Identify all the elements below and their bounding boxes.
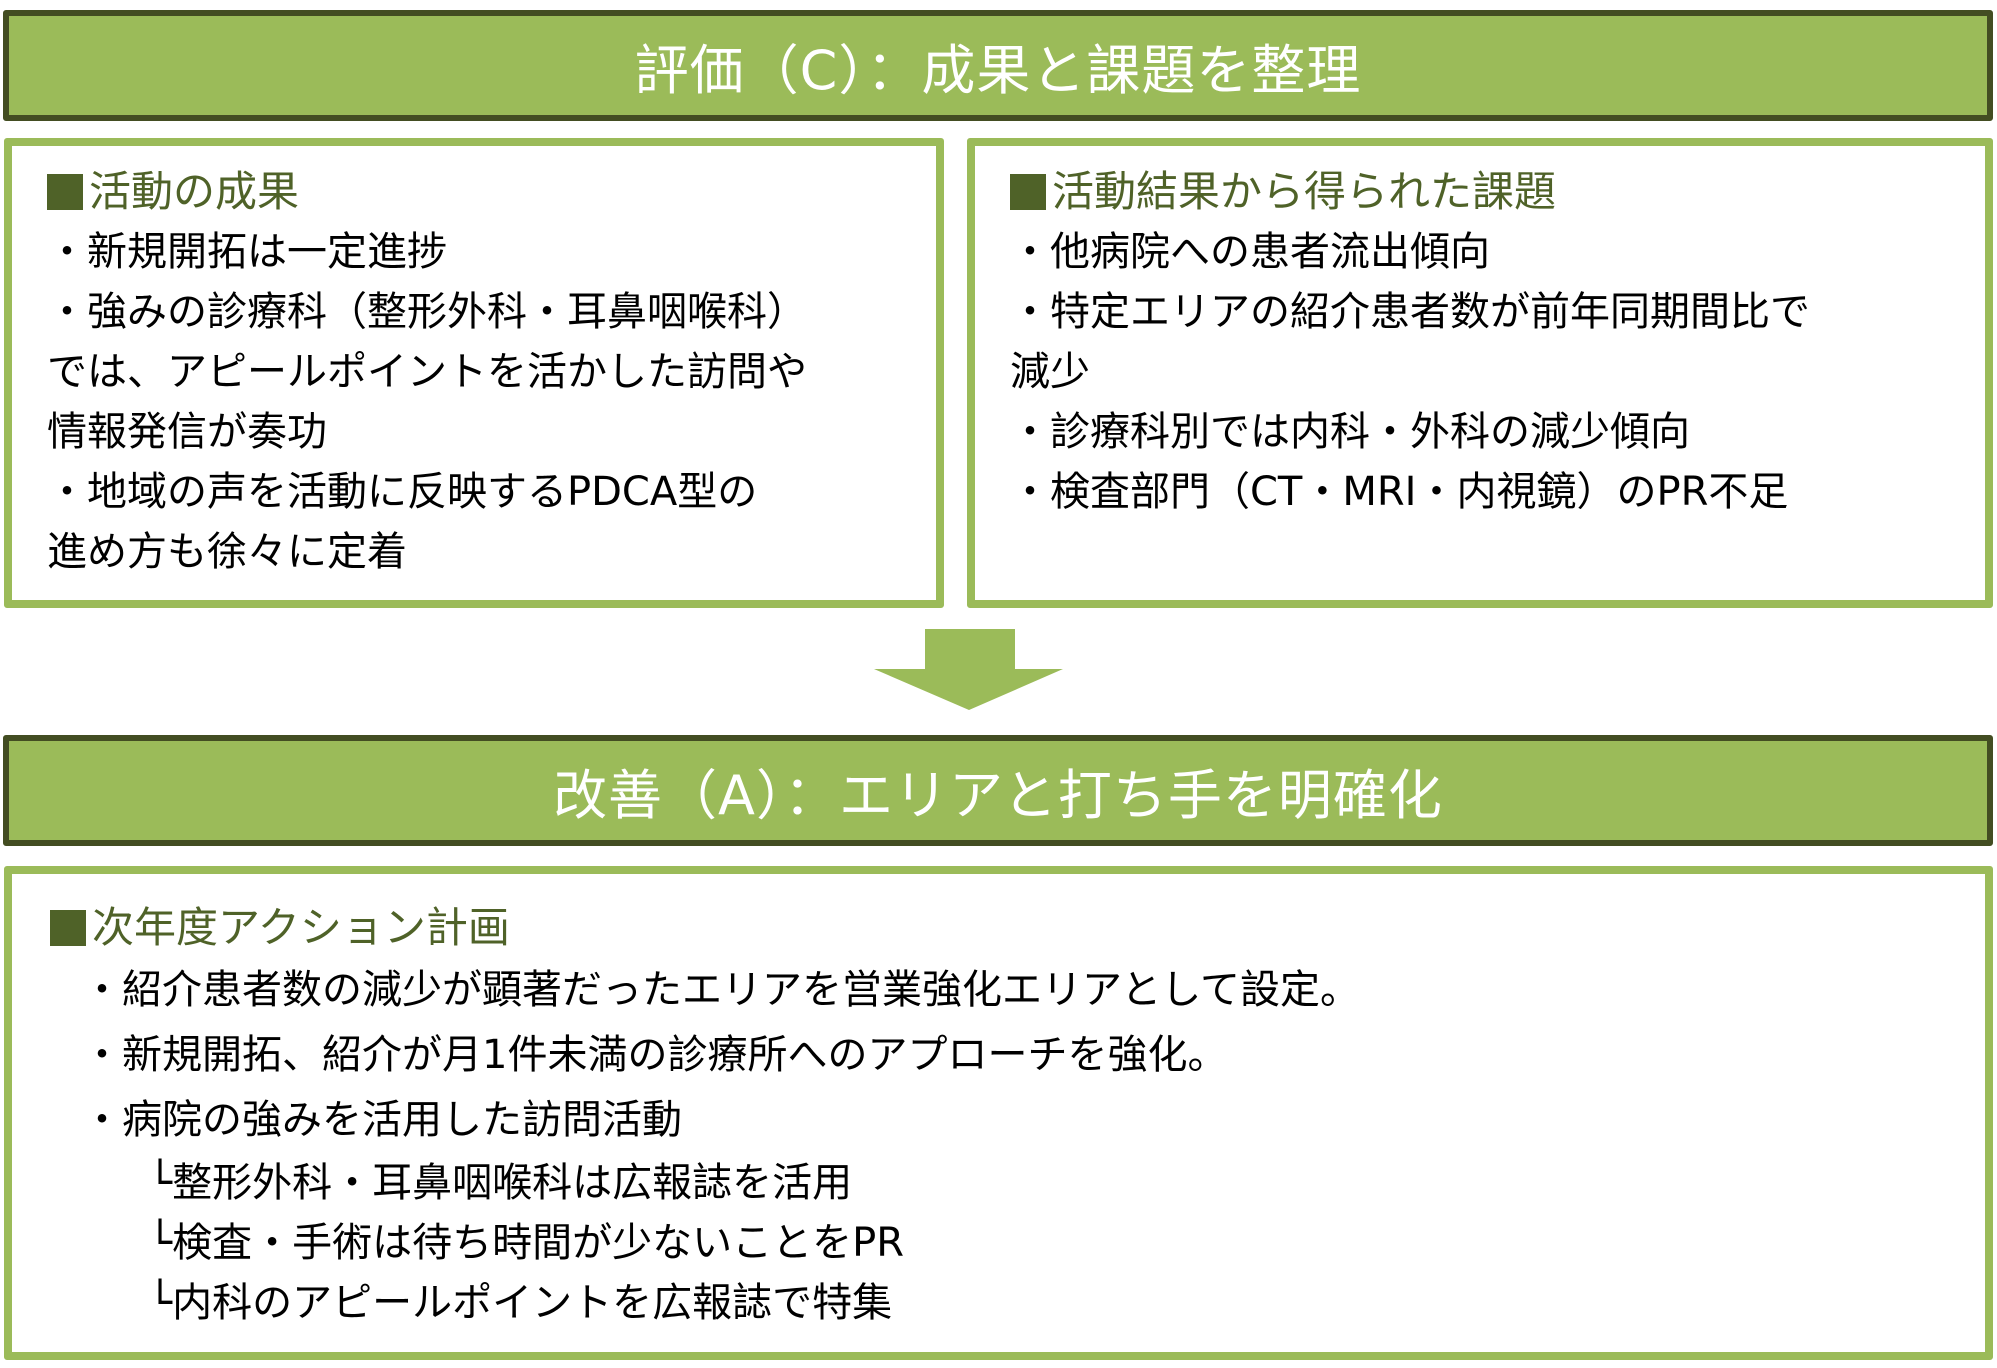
square-bullet-icon	[50, 910, 86, 946]
results-heading: 活動の成果	[47, 162, 936, 222]
plan-heading: 次年度アクション計画	[50, 898, 1985, 958]
issues-line: ・検査部門（CT・MRI・内視鏡）のPR不足	[1010, 469, 1789, 515]
results-heading-text: 活動の成果	[89, 167, 300, 216]
results-line: では、アピールポイントを活かした訪問や	[47, 349, 807, 395]
issues-line: ・他病院への患者流出傾向	[1010, 229, 1490, 275]
square-bullet-icon	[1010, 174, 1046, 210]
plan-item: ・病院の強みを活用した訪問活動	[82, 1097, 682, 1143]
plan-item: ・紹介患者数の減少が顕著だったエリアを営業強化エリアとして設定。	[82, 967, 1360, 1013]
plan-subitem: └整形外科・耳鼻咽喉科は広報誌を活用	[148, 1160, 853, 1206]
evaluation-title: 評価（C）：成果と課題を整理	[634, 39, 1362, 102]
results-line: ・地域の声を活動に反映するPDCA型の	[47, 469, 758, 515]
down-arrow-icon	[874, 629, 1063, 710]
results-line: 情報発信が奏功	[47, 409, 327, 455]
issues-box: 活動結果から得られた課題 ・他病院への患者流出傾向 ・特定エリアの紹介患者数が前…	[967, 138, 1993, 608]
results-box: 活動の成果 ・新規開拓は一定進捗 ・強みの診療科（整形外科・耳鼻咽喉科） では、…	[4, 138, 944, 608]
issues-heading-text: 活動結果から得られた課題	[1052, 167, 1557, 216]
issues-heading: 活動結果から得られた課題	[1010, 162, 1985, 222]
issues-line: ・特定エリアの紹介患者数が前年同期間比で	[1010, 289, 1810, 335]
plan-box: 次年度アクション計画 ・紹介患者数の減少が顕著だったエリアを営業強化エリアとして…	[4, 866, 1993, 1360]
issues-line: 減少	[1010, 349, 1090, 395]
plan-heading-text: 次年度アクション計画	[92, 903, 510, 952]
results-line: 進め方も徐々に定着	[47, 529, 407, 575]
improvement-title: 改善（A）：エリアと打ち手を明確化	[553, 764, 1443, 827]
results-line: ・強みの診療科（整形外科・耳鼻咽喉科）	[47, 289, 807, 335]
plan-subitem: └検査・手術は待ち時間が少ないことをPR	[148, 1220, 904, 1266]
results-line: ・新規開拓は一定進捗	[47, 229, 447, 275]
square-bullet-icon	[47, 174, 83, 210]
improvement-header: 改善（A）：エリアと打ち手を明確化	[3, 735, 1993, 846]
issues-line: ・診療科別では内科・外科の減少傾向	[1010, 409, 1690, 455]
plan-subitem: └内科のアピールポイントを広報誌で特集	[148, 1280, 893, 1326]
evaluation-header: 評価（C）：成果と課題を整理	[3, 10, 1993, 121]
plan-item: ・新規開拓、紹介が月1件未満の診療所へのアプローチを強化。	[82, 1032, 1228, 1078]
